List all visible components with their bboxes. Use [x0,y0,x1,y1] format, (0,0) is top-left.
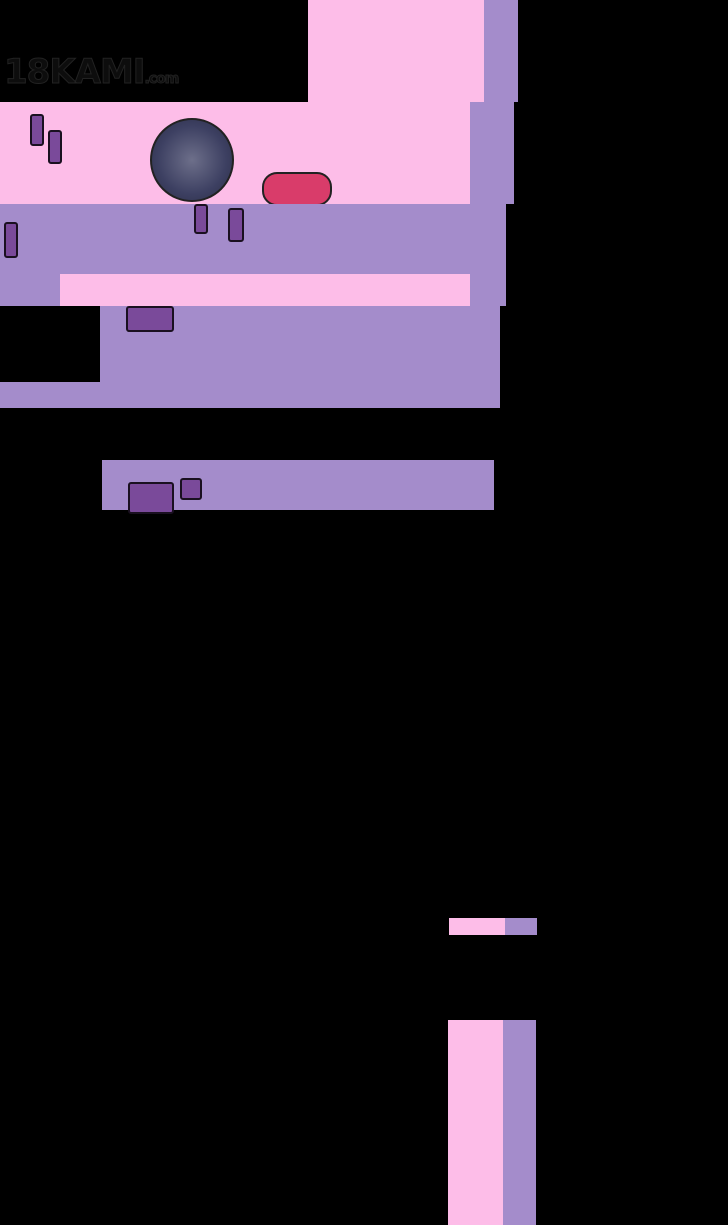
red-character [262,172,332,206]
debris-8 [180,478,202,500]
purple-slice-1 [505,918,537,935]
purple-band-2 [470,102,514,204]
debris-3 [4,222,18,258]
pink-slice-2 [448,1020,505,1225]
debris-7 [128,482,174,514]
pink-band-2 [0,102,480,204]
pink-strip [60,274,470,306]
purple-band-5 [0,382,500,408]
debris-4 [194,204,208,234]
debris-5 [228,208,244,242]
watermark-text: 18KAMI [3,52,145,93]
watermark: 18KAMI.com [0,0,308,102]
pink-slice-1 [449,918,505,935]
pink-band-1 [300,0,490,102]
purple-band-1 [484,0,518,102]
debris-2 [48,130,62,164]
watermark-suffix: .com [144,71,180,88]
debris-6 [126,306,174,332]
purple-slice-2 [503,1020,536,1225]
debris-1 [30,114,44,146]
robot-figure [150,118,234,202]
